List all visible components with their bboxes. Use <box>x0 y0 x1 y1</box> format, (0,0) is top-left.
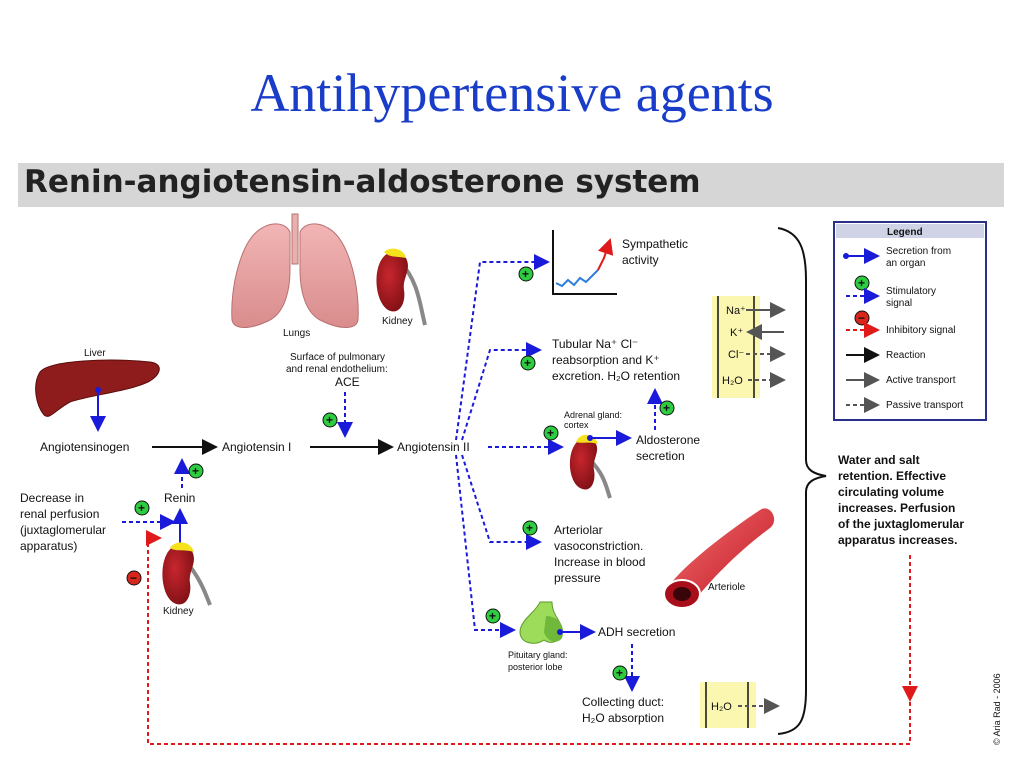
tubular-line2: reabsorption and K⁺ <box>552 353 660 367</box>
svg-text:+: + <box>522 267 529 281</box>
arteriole-icon <box>663 508 775 609</box>
aldosterone-line1: Aldosterone <box>636 433 700 447</box>
svg-text:+: + <box>616 666 623 680</box>
plus-icon: + <box>518 266 534 282</box>
angiotensinogen-label: Angiotensinogen <box>40 440 129 454</box>
svg-text:+: + <box>663 401 670 415</box>
svg-text:−: − <box>858 311 865 325</box>
svg-text:+: + <box>524 356 531 370</box>
legend-item-secretion-1: Secretion from <box>886 246 951 257</box>
branch-trunk-left <box>455 254 550 441</box>
slide-title: Antihypertensive agents <box>250 63 774 123</box>
sympathetic-line1: Sympathetic <box>622 237 688 251</box>
tubular-line1: Tubular Na⁺ Cl⁻ <box>552 337 638 351</box>
outcome-line5: of the juxtaglomerular <box>838 517 964 531</box>
pituitary-line1: Pituitary gland: <box>508 650 568 660</box>
perfusion-line3: (juxtaglomerular <box>20 523 106 537</box>
arteriolar-line4: pressure <box>554 571 601 585</box>
pulmonary-note-line2: and renal endothelium: <box>286 364 388 375</box>
svg-text:+: + <box>326 413 333 427</box>
diagram-banner-title: Renin-angiotensin-aldosterone system <box>24 164 701 200</box>
adrenal-line2: cortex <box>564 420 589 430</box>
plus-icon: + <box>854 275 870 291</box>
kidney-top-label: Kidney <box>382 316 413 327</box>
kidney-bottom-label: Kidney <box>163 606 194 617</box>
svg-text:+: + <box>138 501 145 515</box>
kidney-icon-bottom <box>162 542 212 606</box>
lungs-icon <box>231 213 359 328</box>
svg-text:+: + <box>489 609 496 623</box>
outcome-line4: increases. Perfusion <box>838 501 955 515</box>
kidney-icon-top <box>376 248 427 326</box>
collecting-line2: H₂O absorption <box>582 711 664 725</box>
arteriolar-line3: Increase in blood <box>554 555 645 569</box>
adrenal-kidney-icon <box>569 434 612 499</box>
plus-icon: + <box>485 608 501 624</box>
legend-item-stim-1: Stimulatory <box>886 286 936 297</box>
svg-text:+: + <box>526 521 533 535</box>
pituitary-line2: posterior lobe <box>508 662 563 672</box>
outcome-line1: Water and salt <box>838 453 920 467</box>
svg-text:−: − <box>130 571 137 585</box>
ion-h2o: H₂O <box>722 375 743 387</box>
plus-icon: + <box>322 412 338 428</box>
liver-label: Liver <box>84 348 106 359</box>
tubular-line3: excretion. H₂O retention <box>552 369 680 383</box>
pituitary-icon <box>519 601 564 644</box>
legend-title: Legend <box>887 227 923 238</box>
legend-item-passive: Passive transport <box>886 400 963 411</box>
plus-icon: + <box>188 463 204 479</box>
perfusion-line4: apparatus) <box>20 539 77 553</box>
svg-text:+: + <box>547 426 554 440</box>
outcome-line3: circulating volume <box>838 485 944 499</box>
branch-adh <box>455 454 516 638</box>
arteriole-label: Arteriole <box>708 582 746 593</box>
outcome-brace <box>777 227 827 735</box>
ion-k: K⁺ <box>730 327 743 339</box>
ace-label: ACE <box>335 375 360 389</box>
legend-item-stim-2: signal <box>886 298 912 309</box>
branch-tubular <box>461 342 542 441</box>
plus-icon: + <box>134 500 150 516</box>
plus-icon: + <box>522 520 538 536</box>
legend-item-inhib: Inhibitory signal <box>886 325 955 336</box>
plus-icon: + <box>659 400 675 416</box>
legend-item-secretion-2: an organ <box>886 258 925 269</box>
sympathetic-graph-icon <box>552 230 617 295</box>
arteriolar-line2: vasoconstriction. <box>554 539 643 553</box>
adrenal-line1: Adrenal gland: <box>564 410 622 420</box>
ion-cl: Cl⁻ <box>728 349 744 361</box>
collecting-ion-h2o: H₂O <box>711 701 732 713</box>
renin-label: Renin <box>164 491 195 505</box>
pulmonary-note-line1: Surface of pulmonary <box>290 352 385 363</box>
plus-icon: + <box>612 665 628 681</box>
collecting-line1: Collecting duct: <box>582 695 664 709</box>
banner-background <box>18 163 1004 207</box>
ion-na: Na⁺ <box>726 305 746 317</box>
legend-item-reaction: Reaction <box>886 350 925 361</box>
svg-text:+: + <box>192 464 199 478</box>
perfusion-line2: renal perfusion <box>20 507 99 521</box>
copyright-text: © Aria Rad - 2006 <box>992 673 1002 745</box>
adh-label: ADH secretion <box>598 625 675 639</box>
arteriolar-line1: Arteriolar <box>554 523 603 537</box>
minus-icon: − <box>126 570 142 586</box>
plus-icon: + <box>543 425 559 441</box>
outcome-line6: apparatus increases. <box>838 533 957 547</box>
sympathetic-line2: activity <box>622 253 659 267</box>
svg-text:+: + <box>858 276 865 290</box>
minus-icon: − <box>854 310 870 326</box>
legend-item-active: Active transport <box>886 375 956 386</box>
branch-arteriolar <box>461 454 542 550</box>
lungs-label: Lungs <box>283 328 310 339</box>
plus-icon: + <box>520 355 536 371</box>
angiotensin1-label: Angiotensin I <box>222 440 291 454</box>
aldosterone-line2: secretion <box>636 449 685 463</box>
angiotensin2-label: Angiotensin II <box>397 440 470 454</box>
outcome-line2: retention. Effective <box>838 469 946 483</box>
perfusion-line1: Decrease in <box>20 491 84 505</box>
